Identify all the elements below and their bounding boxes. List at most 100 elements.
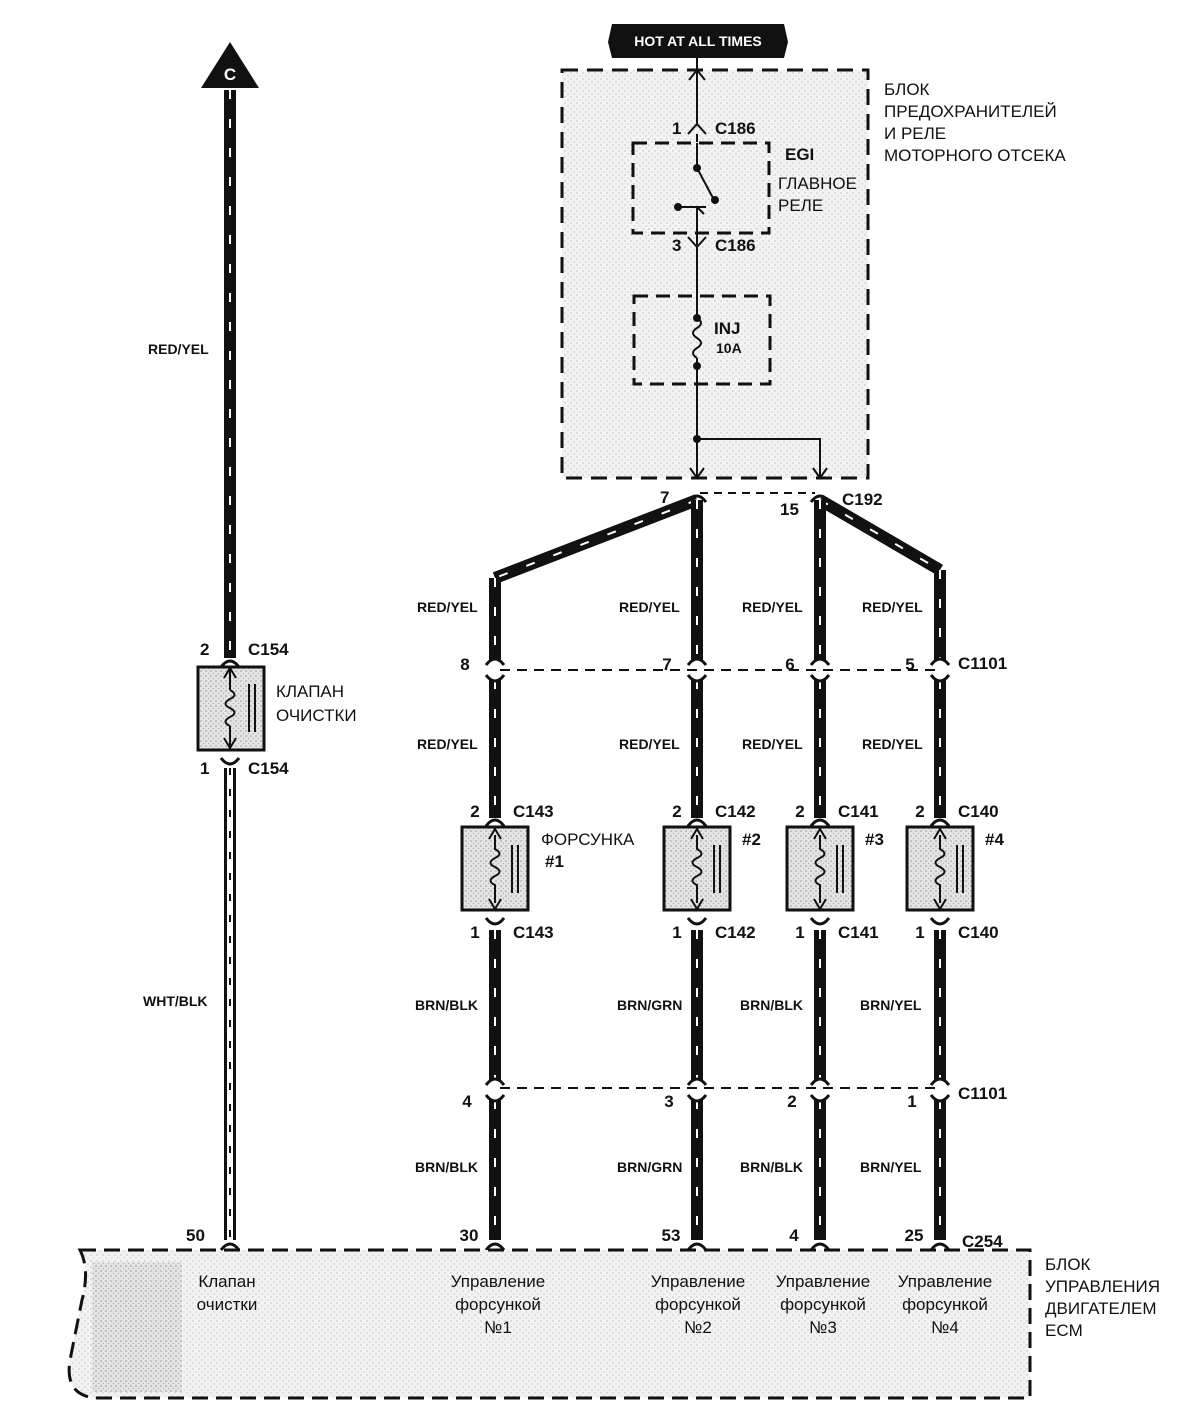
power-source-tag: HOT AT ALL TIMES: [608, 24, 788, 58]
ecm-func-4-line-3: №4: [931, 1318, 959, 1337]
c1101-lower-cap-2: [686, 1077, 708, 1086]
c1101-upper-cap2-2: [686, 674, 708, 683]
c1101-upper-pin-3: 6: [785, 655, 794, 674]
feed-upper-color-3: RED/YEL: [742, 599, 803, 615]
injector-pin-top-3: 2: [795, 802, 804, 821]
ecm-pin-cap-2: [686, 1242, 708, 1251]
fuse-box-title-4: МОТОРНОГО ОТСЕКА: [884, 146, 1066, 165]
feed-lower-color-2: RED/YEL: [619, 736, 680, 752]
ecm-func-3-line-1: Управление: [776, 1272, 871, 1291]
ecm-title-3: ДВИГАТЕЛЕМ: [1045, 1299, 1157, 1318]
relay-code: EGI: [785, 145, 814, 164]
purge-valve-wire: C RED/YEL 2 C154 КЛАПАН ОЧИСТКИ 1 C154 W…: [143, 42, 357, 1240]
c1101-lower-label: C1101: [958, 1084, 1007, 1103]
c1101-lower-pin-3: 2: [787, 1092, 796, 1111]
relay-name-2: РЕЛЕ: [778, 196, 823, 215]
purge-valve-name-1: КЛАПАН: [276, 682, 344, 701]
c1101-lower-pin-2: 3: [664, 1092, 673, 1111]
c1101-lower-pin-4: 1: [907, 1092, 916, 1111]
injector-conn-bottom-2: C142: [715, 923, 756, 942]
ecm-func-4-line-1: Управление: [898, 1272, 993, 1291]
injector-arrow-top-1: [488, 827, 502, 840]
purge-wire-bottom-color: WHT/BLK: [143, 993, 208, 1009]
injector-bottom-cap-4: [929, 917, 951, 926]
ecm-pin-cap-3: [809, 1242, 831, 1251]
purge-wire-top-color: RED/YEL: [148, 341, 209, 357]
injector-arrow-bottom-2: [690, 898, 704, 911]
injector-pin-top-4: 2: [915, 802, 924, 821]
c1101-upper-cap2-4: [929, 674, 951, 683]
feed-slant-1-stripe: [494, 499, 698, 579]
feed-lower-color-1: RED/YEL: [417, 736, 478, 752]
ecm-func-1-line-3: №1: [484, 1318, 512, 1337]
c1101-lower-cap2-2: [686, 1094, 708, 1103]
injector-conn-top-4: C140: [958, 802, 999, 821]
main-relay: EGI ГЛАВНОЕ РЕЛЕ: [631, 141, 857, 235]
ctrl-lower-color-2: BRN/GRN: [617, 1159, 682, 1175]
injector-pin-bottom-1: 1: [470, 923, 479, 942]
relay-pin-in: 1: [672, 119, 681, 138]
c1101-upper-pin-1: 8: [460, 655, 469, 674]
injector-arrow-top-4: [933, 827, 947, 840]
ecm-pin-4: 25: [905, 1226, 924, 1245]
injector-label-4: #4: [985, 830, 1004, 849]
ecm-func-2-line-1: Управление: [651, 1272, 746, 1291]
injector-conn-bottom-3: C141: [838, 923, 879, 942]
injector-conn-bottom-4: C140: [958, 923, 999, 942]
ecm-func-purge-1: Клапан: [198, 1272, 255, 1291]
feed-lower-color-3: RED/YEL: [742, 736, 803, 752]
ecm-title-1: БЛОК: [1045, 1255, 1091, 1274]
injector-label-1-b: #1: [545, 852, 564, 871]
injector-top-cap-1: [484, 818, 506, 827]
injector-label-1-a: ФОРСУНКА: [541, 830, 635, 849]
ecm-func-3-line-3: №3: [809, 1318, 837, 1337]
purge-conn-top: C154: [248, 640, 289, 659]
injector-coil-1: [489, 835, 501, 903]
purge-valve-name-2: ОЧИСТКИ: [276, 706, 357, 725]
injector-pin-top-1: 2: [470, 802, 479, 821]
c1101-upper-cap2-1: [484, 674, 506, 683]
fuse-name: INJ: [714, 319, 740, 338]
feed-slant-4: [816, 494, 944, 576]
injector-top-cap-3: [809, 818, 831, 827]
c1101-upper-cap2-3: [809, 674, 831, 683]
c1101-upper-cap-2: [686, 657, 708, 666]
relay-out-wire: [687, 233, 707, 296]
c1101-lower-cap2-4: [929, 1094, 951, 1103]
injector-pin-bottom-4: 1: [915, 923, 924, 942]
injector-conn-top-1: C143: [513, 802, 554, 821]
ecm-pin-2: 53: [662, 1226, 681, 1245]
ecm-injector-functions: Управление форсункой №1 Управление форсункой…: [451, 1272, 993, 1337]
ecm-func-purge-2: очистки: [197, 1295, 258, 1314]
injector-top-cap-4: [929, 818, 951, 827]
fuse-split-wire: [689, 384, 828, 480]
ecm-func-1-line-1: Управление: [451, 1272, 546, 1291]
injector-coil-4: [934, 835, 946, 903]
c1101-lower-cap2-1: [484, 1094, 506, 1103]
ecm-func-4-line-2: форсункой: [902, 1295, 988, 1314]
c1101-upper-label: C1101: [958, 654, 1007, 673]
c192-label: C192: [842, 490, 883, 509]
relay-pin-out: 3: [672, 236, 681, 255]
c1101-lower-pin-1: 4: [462, 1092, 472, 1111]
purge-conn-bottom: C154: [248, 759, 289, 778]
ctrl-lower-color-1: BRN/BLK: [415, 1159, 478, 1175]
c1101-lower-cap-4: [929, 1077, 951, 1086]
c1101-upper-cap-4: [929, 657, 951, 666]
injector-conn-top-2: C142: [715, 802, 756, 821]
feed-upper-color-4: RED/YEL: [862, 599, 923, 615]
ctrl-lower-color-3: BRN/BLK: [740, 1159, 803, 1175]
ecm-title-2: УПРАВЛЕНИЯ: [1045, 1277, 1160, 1296]
c1101-upper-pin-4: 5: [905, 655, 914, 674]
injector-arrow-bottom-3: [813, 898, 827, 911]
ecm-pin-1: 30: [460, 1226, 479, 1245]
injector-conn-bottom-1: C143: [513, 923, 554, 942]
injector-pin-top-2: 2: [672, 802, 681, 821]
ecm-func-3-line-2: форсункой: [780, 1295, 866, 1314]
injector-label-2: #2: [742, 830, 761, 849]
c192-pin-b: 15: [780, 500, 799, 519]
purge-pin-top: 2: [200, 640, 209, 659]
fuse-box-title-3: И РЕЛЕ: [884, 124, 946, 143]
